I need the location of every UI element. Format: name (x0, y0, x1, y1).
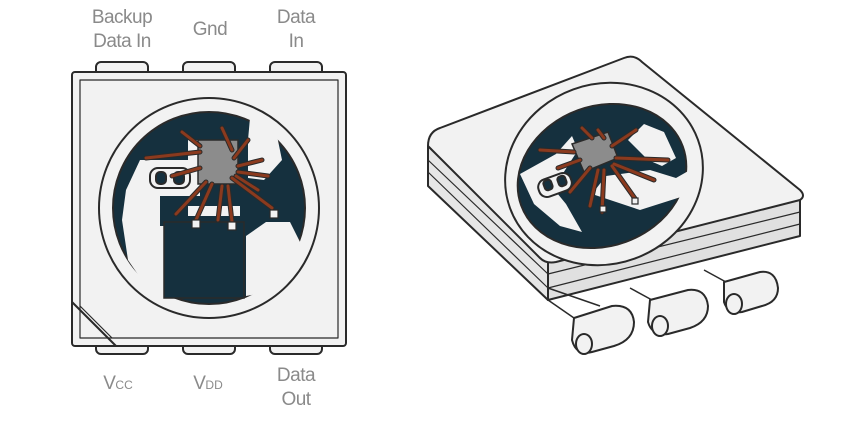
label-backup-data-in: Backup Data In (91, 7, 153, 52)
label-vdd: VDD (193, 373, 223, 394)
pin1-marker (71, 301, 117, 347)
bond-wires-perspective (538, 126, 670, 214)
pad-lower (163, 221, 245, 299)
label-data-out: Data Out (276, 365, 316, 410)
label-vcc: VCC (103, 373, 133, 394)
bond-wires (144, 126, 274, 224)
label-data-in: Data In (276, 7, 316, 52)
label-gnd: Gnd (192, 19, 228, 40)
